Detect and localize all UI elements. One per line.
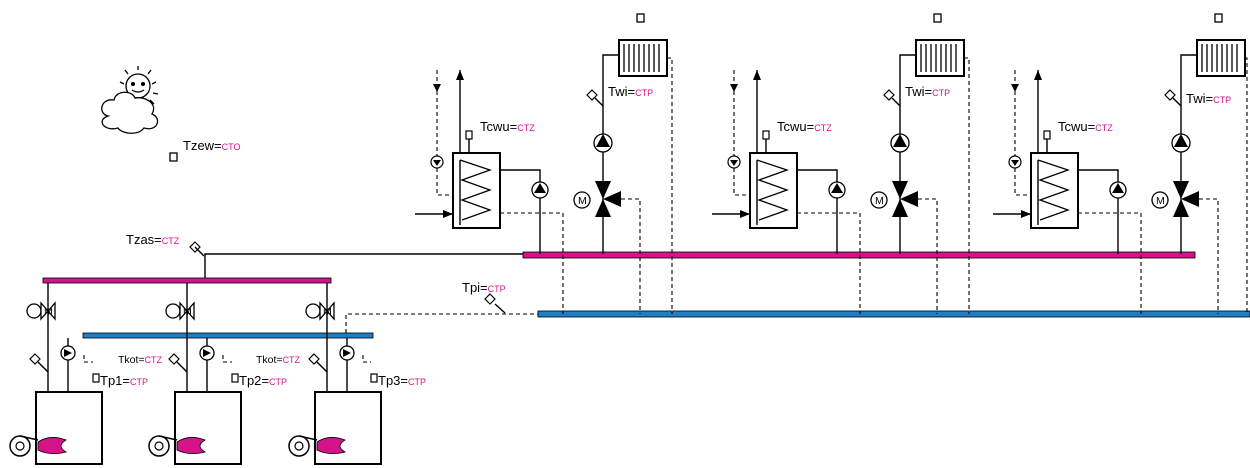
boiler-1-kot-text: Tkot=CTZ	[118, 354, 163, 366]
circuit-3: M	[993, 13, 1248, 314]
circuit-2-heating-text: Twi=CTP	[905, 84, 950, 99]
boiler-3	[288, 283, 382, 465]
circuit-1-dhw-label: Tcwu=	[480, 119, 517, 134]
circuit-3-heating-unit: CTP	[1213, 95, 1231, 105]
boiler-1-sensor-unit: CTP	[130, 377, 148, 387]
return-sensor-unit: CTP	[488, 284, 506, 294]
boiler-1-kot-label: Tkot=	[118, 354, 145, 366]
boiler-return-header	[82, 332, 374, 339]
outdoor-sensor-unit: CTO	[222, 142, 241, 152]
boiler-2-sensor-label: Tp2=	[239, 373, 269, 388]
boiler-1-sensor-label: Tp1=	[100, 373, 130, 388]
boiler-1	[9, 283, 103, 465]
circuit-2-heating-unit: CTP	[932, 88, 950, 98]
boiler-2-kot-text: Tkot=CTZ	[256, 354, 301, 366]
boiler-2-sensor-text: Tp2=CTP	[239, 373, 287, 388]
gas-burner-icon	[148, 435, 207, 457]
boiler-2-kot-label: Tkot=	[256, 354, 283, 366]
boiler-2-motor-symbol: M	[183, 306, 192, 318]
circuit-2-heating-label: Twi=	[905, 84, 932, 99]
gas-burner-icon	[9, 435, 68, 457]
circuit-2-dhw-text: Tcwu=CTZ	[777, 119, 832, 134]
boiler-3-sensor-unit: CTP	[408, 377, 426, 387]
circuit-3-dhw-text: Tcwu=CTZ	[1058, 119, 1113, 134]
boiler-1-sensor-text: Tp1=CTP	[100, 373, 148, 388]
return-sensor-text: Tpi=CTP	[462, 280, 506, 295]
circuit-1: M	[415, 13, 673, 314]
return-sensor-label: Tpi=	[462, 280, 488, 295]
boiler-1-motor-symbol: M	[44, 306, 53, 318]
circuit-3-motor-symbol: M	[1156, 195, 1165, 207]
supply-sensor-text: Tzas=CTZ	[126, 232, 180, 247]
circuit-1-heating-text: Twi=CTP	[608, 84, 653, 99]
outdoor-sensor-label: Tzew=	[183, 138, 222, 153]
circuit-2: M	[712, 13, 970, 314]
circuit-2-motor-symbol: M	[875, 195, 884, 207]
boiler-3-sensor-label: Tp3=	[378, 373, 408, 388]
boiler-2-kot-unit: CTZ	[283, 355, 301, 365]
circuit-3-dhw-unit: CTZ	[1095, 123, 1113, 133]
return-connection-line	[345, 293, 540, 333]
distribution-supply-header	[522, 251, 1196, 259]
circuit-1-heating-unit: CTP	[635, 88, 653, 98]
boiler-2-sensor-unit: CTP	[269, 377, 287, 387]
supply-sensor-label: Tzas=	[126, 232, 162, 247]
circuit-1-dhw-unit: CTZ	[517, 123, 535, 133]
distribution-return-header	[537, 310, 1250, 318]
circuit-3-heating-text: Twi=CTP	[1186, 91, 1231, 106]
boiler-3-sensor-text: Tp3=CTP	[378, 373, 426, 388]
circuit-2-dhw-unit: CTZ	[814, 123, 832, 133]
boiler-1-kot-unit: CTZ	[145, 355, 163, 365]
circuit-2-dhw-label: Tcwu=	[777, 119, 814, 134]
circuit-1-motor-symbol: M	[578, 195, 587, 207]
circuit-3-heating-label: Twi=	[1186, 91, 1213, 106]
circuit-3-dhw-label: Tcwu=	[1058, 119, 1095, 134]
circuit-1-dhw-text: Tcwu=CTZ	[480, 119, 535, 134]
boiler-3-motor-symbol: M	[323, 306, 332, 318]
supply-connection-line	[189, 241, 523, 278]
boiler-2	[148, 283, 242, 465]
gas-burner-icon	[288, 435, 347, 457]
outdoor-sensor-text: Tzew=CTO	[183, 138, 241, 153]
outdoor-temp-sensor	[169, 152, 178, 162]
boiler-supply-header	[42, 277, 332, 284]
circuit-1-heating-label: Twi=	[608, 84, 635, 99]
sun-cloud-icon	[101, 66, 159, 134]
supply-sensor-unit: CTZ	[162, 236, 180, 246]
